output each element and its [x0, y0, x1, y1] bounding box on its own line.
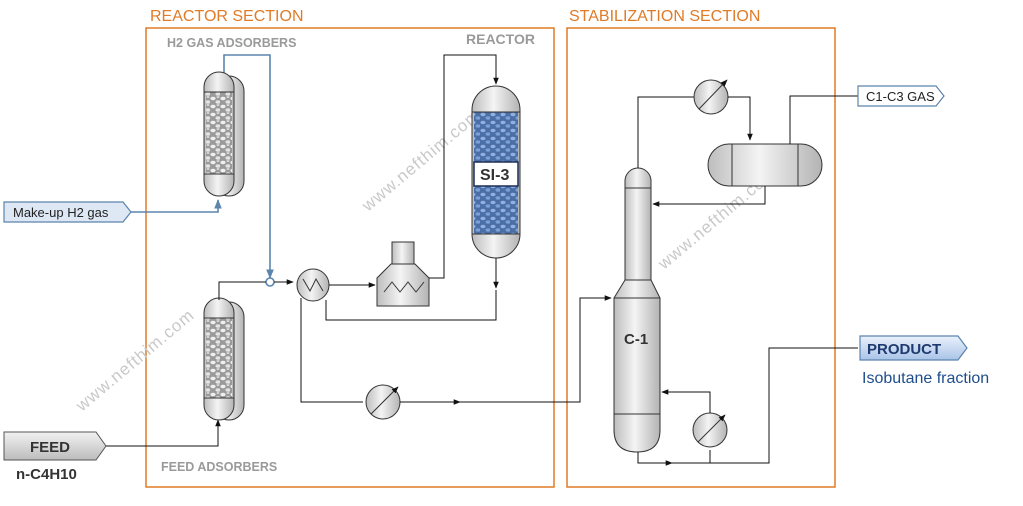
makeup-h2-label: Make-up H2 gas: [13, 205, 109, 220]
h2-adsorber-vessel: [203, 71, 245, 197]
reflux-drum: [707, 143, 823, 187]
product-label: PRODUCT: [867, 341, 941, 358]
feed-adsorber-vessel: [203, 297, 245, 421]
watermark-1: www.nefthim.com: [72, 305, 199, 415]
makeup-h2-tag[interactable]: Make-up H2 gas: [3, 201, 132, 223]
gas-outlet-tag[interactable]: C1-C3 GAS: [857, 85, 945, 107]
reactor-label: REACTOR: [466, 31, 535, 47]
stabilization-section-box: [566, 27, 836, 488]
feed-formula: n-C4H10: [16, 466, 77, 483]
feed-tag[interactable]: FEED: [3, 431, 107, 461]
heat-exchanger-icon: [296, 268, 330, 302]
reboiler-icon: [692, 412, 728, 448]
reactor-section-box: [145, 27, 555, 488]
condenser-icon: [693, 79, 729, 115]
product-subtitle: Isobutane fraction: [862, 370, 989, 387]
furnace-icon: [376, 241, 430, 307]
stabilization-section-title: STABILIZATION SECTION: [569, 8, 760, 25]
reactor-section-title: REACTOR SECTION: [150, 8, 304, 25]
column-label: C-1: [624, 331, 648, 348]
h2-mix-node: [265, 277, 275, 287]
h2-adsorbers-label: H2 GAS ADSORBERS: [167, 36, 296, 50]
watermark-2: www.nefthim.com: [358, 105, 485, 215]
reactor-vessel: SI-3: [471, 85, 521, 259]
gas-outlet-label: C1-C3 GAS: [866, 89, 935, 104]
product-tag[interactable]: PRODUCT: [859, 335, 968, 361]
catalyst-label: SI-3: [480, 167, 509, 184]
cooler-icon: [365, 384, 401, 420]
stabilizer-column: [613, 167, 661, 453]
feed-adsorbers-label: FEED ADSORBERS: [161, 460, 277, 474]
feed-label: FEED: [30, 439, 70, 456]
